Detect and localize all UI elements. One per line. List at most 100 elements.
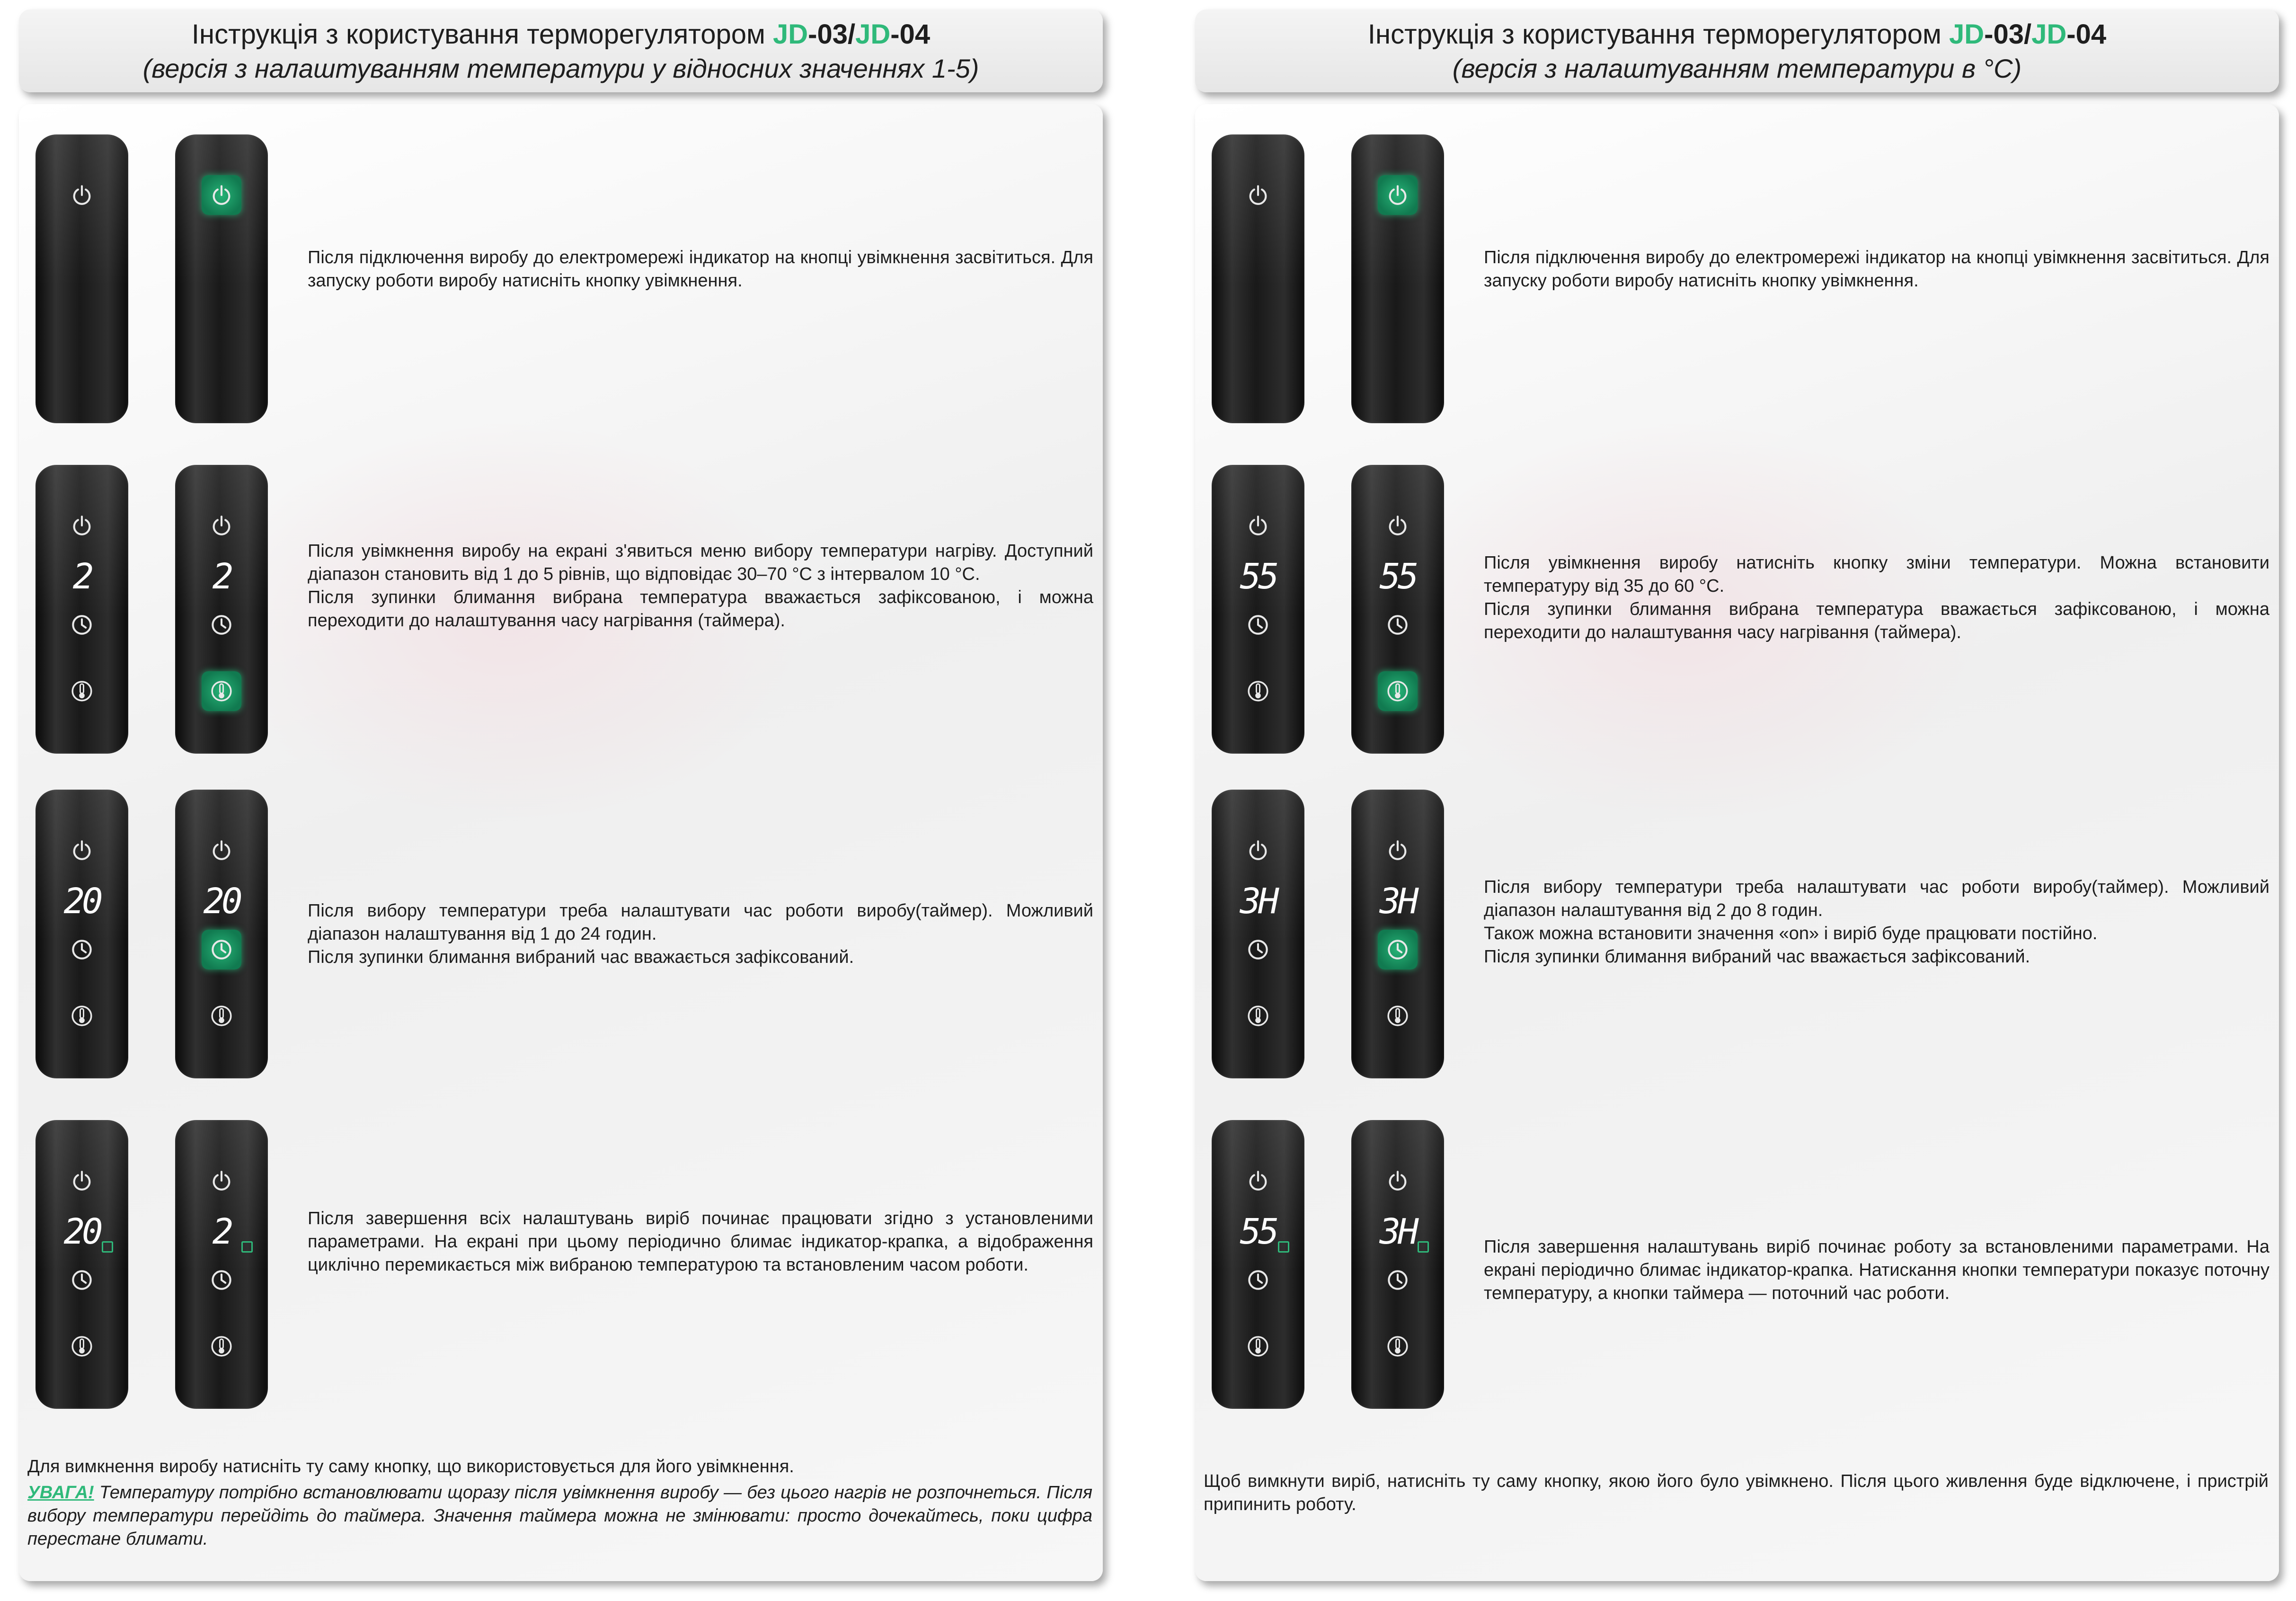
temperature-button[interactable] bbox=[1243, 1001, 1273, 1031]
temperature-button[interactable] bbox=[206, 1331, 237, 1361]
power-button[interactable] bbox=[1243, 180, 1273, 210]
clock-icon bbox=[1248, 615, 1268, 635]
power-icon bbox=[73, 185, 91, 205]
power-icon bbox=[1249, 185, 1267, 205]
power-button[interactable] bbox=[67, 835, 97, 865]
power-button-lit[interactable] bbox=[202, 175, 241, 215]
timer-button[interactable] bbox=[206, 1265, 237, 1295]
timer-button-lit[interactable] bbox=[1378, 930, 1418, 969]
temperature-button[interactable] bbox=[1383, 1331, 1413, 1361]
clock-icon bbox=[212, 1270, 231, 1290]
instruction-panel-celsius: Інструкція з користування терморегулятор… bbox=[1195, 9, 2279, 1581]
timer-button[interactable] bbox=[206, 610, 237, 640]
thermometer-icon bbox=[71, 1005, 92, 1026]
step-2-text: Після увімкнення виробу на екрані з'явит… bbox=[308, 541, 1093, 631]
clock-icon bbox=[1388, 615, 1408, 635]
power-button[interactable] bbox=[67, 180, 97, 210]
power-button[interactable] bbox=[206, 510, 237, 541]
temperature-button[interactable] bbox=[67, 1001, 97, 1031]
timer-button[interactable] bbox=[1243, 610, 1273, 640]
device-display: 2 bbox=[212, 556, 234, 597]
power-icon bbox=[73, 516, 91, 535]
temperature-button[interactable] bbox=[67, 1331, 97, 1361]
timer-button[interactable] bbox=[67, 610, 97, 640]
step-1-text: Після підключення виробу до електромереж… bbox=[308, 248, 1093, 291]
model-jd-brand: JD bbox=[1949, 19, 1985, 50]
footer-note: Щоб вимкнути виріб, натисніть ту саму кн… bbox=[1204, 1470, 2269, 1516]
model-jd-brand: JD bbox=[2031, 19, 2067, 50]
step-4-text: Після завершення всіх налаштувань виріб … bbox=[308, 1209, 1093, 1275]
power-button[interactable] bbox=[1243, 510, 1273, 541]
thermostat-device bbox=[1212, 134, 1304, 423]
device-display: 3H bbox=[1379, 1211, 1418, 1252]
power-button[interactable] bbox=[1243, 835, 1273, 865]
model-number: -04 bbox=[2066, 19, 2107, 50]
temperature-button[interactable] bbox=[1243, 676, 1273, 706]
warning-text: Температуру потрібно встановлювати щораз… bbox=[27, 1483, 1092, 1549]
temperature-button[interactable] bbox=[1243, 1331, 1273, 1361]
thermostat-device: 55 bbox=[1212, 465, 1304, 754]
device-display: 55 bbox=[1240, 556, 1279, 597]
power-button[interactable] bbox=[1383, 510, 1413, 541]
timer-button[interactable] bbox=[67, 1265, 97, 1295]
timer-button[interactable] bbox=[1243, 1265, 1273, 1295]
device-display: 20 bbox=[63, 1211, 103, 1252]
power-icon bbox=[73, 840, 91, 860]
temperature-button-lit[interactable] bbox=[1378, 671, 1418, 711]
thermostat-device bbox=[35, 134, 128, 423]
power-off-note: Для вимкнення виробу натисніть ту саму к… bbox=[27, 1457, 794, 1476]
power-icon bbox=[1389, 185, 1407, 205]
panel-header: Інструкція з користування терморегулятор… bbox=[1195, 9, 2279, 92]
indicator-dot-icon bbox=[102, 1241, 113, 1253]
timer-button[interactable] bbox=[1383, 1265, 1413, 1295]
power-button[interactable] bbox=[67, 510, 97, 541]
power-button[interactable] bbox=[1383, 1165, 1413, 1196]
timer-button[interactable] bbox=[67, 934, 97, 965]
timer-button[interactable] bbox=[1383, 610, 1413, 640]
instruction-panel-relative: Інструкція з користування терморегулятор… bbox=[19, 9, 1103, 1581]
device-display: 20 bbox=[203, 881, 242, 922]
thermometer-icon bbox=[71, 1336, 92, 1357]
warning-label: УВАГА! bbox=[27, 1483, 94, 1503]
thermometer-icon bbox=[71, 681, 92, 702]
thermostat-device bbox=[1351, 134, 1444, 423]
device-display: 55 bbox=[1240, 1211, 1279, 1252]
indicator-dot-icon bbox=[1418, 1241, 1429, 1253]
device-display: 20 bbox=[63, 881, 103, 922]
power-button[interactable] bbox=[1243, 1165, 1273, 1196]
thermometer-icon bbox=[211, 681, 232, 702]
power-icon bbox=[1389, 840, 1407, 860]
panel-header: Інструкція з користування терморегулятор… bbox=[19, 9, 1103, 92]
thermostat-device: 2 bbox=[175, 465, 268, 754]
power-icon bbox=[1249, 516, 1267, 535]
power-icon bbox=[213, 1171, 230, 1191]
temperature-button[interactable] bbox=[67, 676, 97, 706]
thermostat-device: 3H bbox=[1351, 1120, 1444, 1409]
clock-icon bbox=[72, 615, 92, 635]
thermostat-device: 20 bbox=[35, 790, 128, 1078]
clock-icon bbox=[1248, 940, 1268, 960]
clock-icon bbox=[1388, 1270, 1408, 1290]
thermostat-device: 20 bbox=[175, 790, 268, 1078]
timer-button[interactable] bbox=[1243, 934, 1273, 965]
power-button[interactable] bbox=[206, 1165, 237, 1196]
model-jd-brand: JD bbox=[772, 19, 808, 50]
clock-icon bbox=[1248, 1270, 1268, 1290]
power-button[interactable] bbox=[206, 835, 237, 865]
model-number: -03 bbox=[808, 19, 848, 50]
thermostat-device: 2 bbox=[175, 1120, 268, 1409]
temperature-button-lit[interactable] bbox=[202, 671, 241, 711]
step-2-text: Після увімкнення виробу натисніть кнопку… bbox=[1484, 553, 2269, 642]
power-button[interactable] bbox=[67, 1165, 97, 1196]
thermostat-device: 55 bbox=[1212, 1120, 1304, 1409]
timer-button-lit[interactable] bbox=[202, 930, 241, 969]
temperature-button[interactable] bbox=[1383, 1001, 1413, 1031]
model-number: -03 bbox=[1984, 19, 2024, 50]
power-button[interactable] bbox=[1383, 835, 1413, 865]
power-icon bbox=[1249, 1171, 1267, 1191]
temperature-button[interactable] bbox=[206, 1001, 237, 1031]
thermometer-icon bbox=[1248, 681, 1268, 702]
thermostat-device: 2 bbox=[35, 465, 128, 754]
power-icon bbox=[73, 1171, 91, 1191]
power-button-lit[interactable] bbox=[1378, 175, 1418, 215]
